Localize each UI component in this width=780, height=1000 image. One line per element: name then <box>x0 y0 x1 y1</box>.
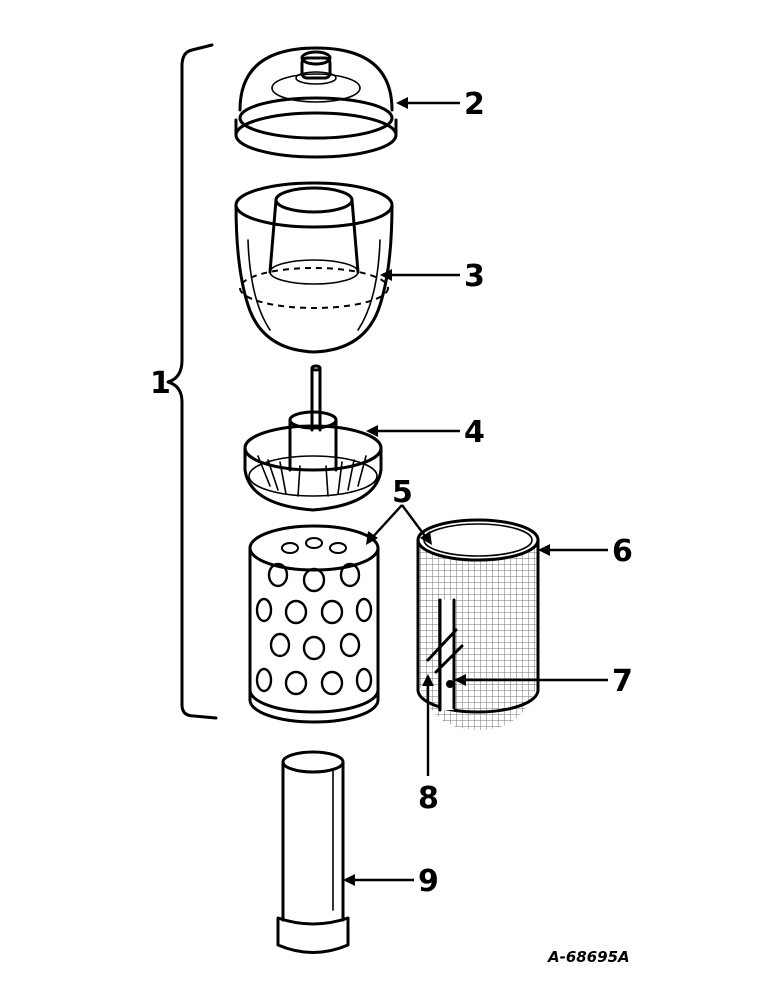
leader-9 <box>343 874 414 886</box>
mesh-cylinder-icon <box>416 518 540 730</box>
perforated-cylinder-icon <box>248 524 380 724</box>
callout-6: 6 <box>612 534 633 569</box>
leader-8 <box>422 674 434 776</box>
tube-icon <box>276 750 350 954</box>
leader-6 <box>538 544 608 556</box>
callout-9: 9 <box>418 864 439 899</box>
callout-5: 5 <box>392 475 413 510</box>
dome-cover-icon <box>234 46 398 159</box>
assembly-bracket <box>166 43 218 720</box>
leader-4 <box>366 425 460 437</box>
bowl-icon <box>234 181 394 354</box>
callout-1: 1 <box>150 366 171 401</box>
callout-8: 8 <box>418 781 439 816</box>
reference-code: A-68695A <box>547 948 630 966</box>
callout-7: 7 <box>612 664 633 699</box>
leader-3 <box>380 269 460 281</box>
baffle-icon <box>243 364 383 512</box>
leader-7 <box>454 674 608 686</box>
callout-2: 2 <box>464 87 485 122</box>
callout-3: 3 <box>464 259 485 294</box>
callout-4: 4 <box>464 415 485 450</box>
leader-2 <box>396 97 460 109</box>
leader-5 <box>366 504 432 545</box>
